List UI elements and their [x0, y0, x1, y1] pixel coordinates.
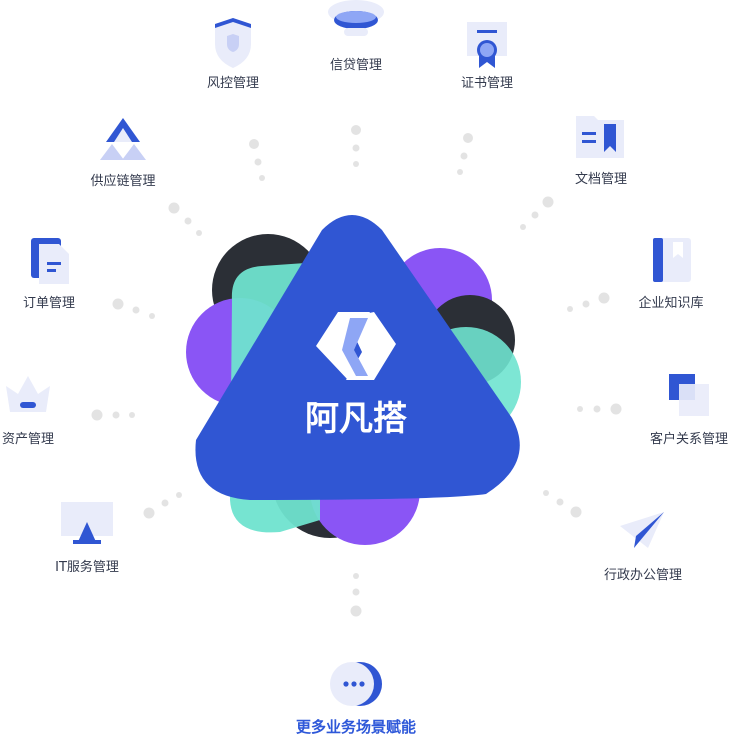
node-risk[interactable]: 风控管理 — [168, 16, 298, 91]
certificate-icon — [467, 22, 507, 68]
node-admin[interactable]: 行政办公管理 — [578, 508, 708, 583]
book-icon — [653, 238, 691, 282]
folder-bookmark-icon — [576, 116, 624, 158]
node-label: 更多业务场景赋能 — [295, 718, 416, 736]
node-label: 资产管理 — [1, 432, 54, 447]
node-label: 行政办公管理 — [603, 568, 682, 583]
node-label: 风控管理 — [206, 76, 259, 91]
squares-icon — [669, 374, 709, 416]
node-label: 供应链管理 — [90, 174, 156, 189]
node-label: 信贷管理 — [329, 58, 382, 73]
logo-mark-inner — [342, 318, 368, 376]
node-label: 企业知识库 — [638, 296, 704, 311]
node-more[interactable]: 更多业务场景赋能 — [276, 660, 436, 737]
node-cert[interactable]: 证书管理 — [422, 16, 552, 91]
logo-text: 阿凡搭 — [305, 399, 407, 439]
node-supply[interactable]: 供应链管理 — [58, 114, 188, 189]
more-icon — [330, 662, 382, 706]
node-doc[interactable]: 文档管理 — [536, 112, 666, 187]
monitor-icon — [61, 502, 113, 544]
node-label: 证书管理 — [460, 76, 513, 91]
crown-icon — [6, 376, 50, 412]
node-credit[interactable]: 信贷管理 — [291, 0, 421, 73]
node-label: 客户关系管理 — [649, 432, 728, 447]
node-kb[interactable]: 企业知识库 — [606, 236, 731, 311]
node-label: IT服务管理 — [55, 560, 119, 575]
node-label: 文档管理 — [574, 172, 627, 187]
paper-plane-icon — [620, 512, 664, 548]
node-crm[interactable]: 客户关系管理 — [624, 372, 731, 447]
node-it[interactable]: IT服务管理 — [22, 500, 152, 575]
document-icon — [31, 238, 69, 284]
coin-icon — [328, 0, 384, 36]
pyramid-icon — [100, 118, 146, 160]
node-asset[interactable]: 资产管理 — [0, 372, 93, 447]
shield-icon — [215, 18, 251, 68]
node-label: 订单管理 — [22, 296, 75, 311]
node-order[interactable]: 订单管理 — [0, 236, 114, 311]
